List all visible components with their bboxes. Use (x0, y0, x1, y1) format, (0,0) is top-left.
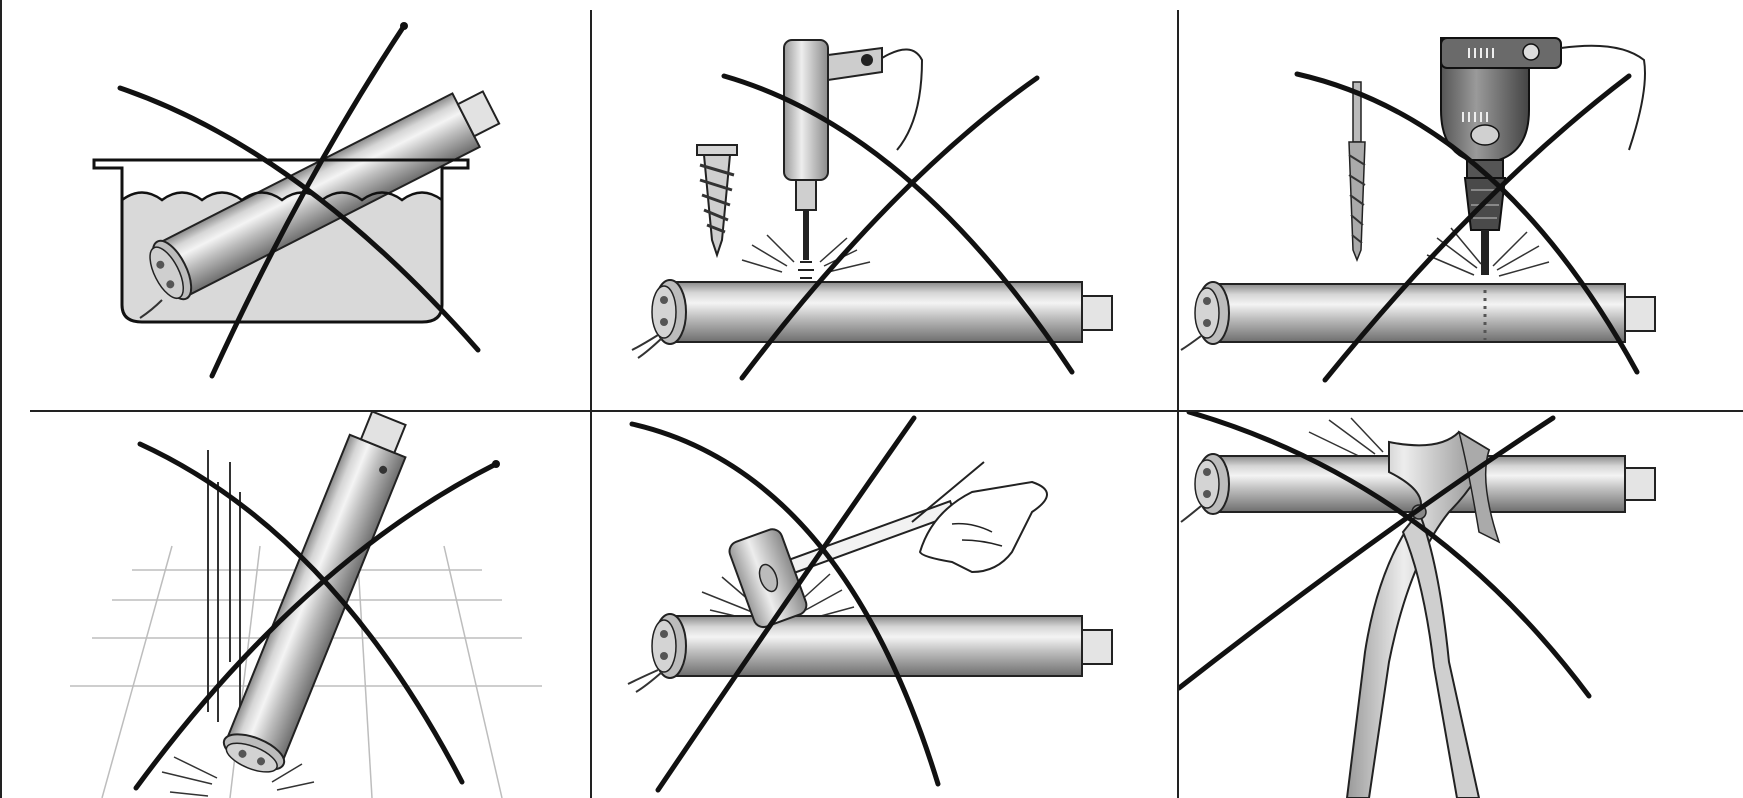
prohibited-cross-icon (721, 73, 1075, 381)
prohibited-cross-icon (629, 415, 941, 793)
vertical-divider-2 (1177, 10, 1179, 798)
motor-in-water-tank-icon (92, 22, 501, 379)
vertical-divider-1 (590, 10, 592, 798)
panel-immersion (2, 0, 590, 410)
prohibited-cross-icon (133, 441, 500, 791)
prohibited-cross-icon (1179, 412, 1592, 699)
hammer-striking-motor-icon (627, 415, 1113, 793)
prohibited-cross-icon (1294, 71, 1640, 383)
horizontal-divider (30, 410, 1743, 412)
pliers-squeezing-motor-icon (1179, 412, 1656, 798)
panel-electric-drill (1179, 0, 1743, 410)
panel-screw-drill (592, 0, 1177, 410)
screwdriver-screwing-into-motor-icon (631, 39, 1113, 381)
panel-pliers (1179, 412, 1743, 798)
panel-hammer (592, 412, 1177, 798)
electric-drill-boring-motor-icon (1180, 37, 1656, 383)
prohibited-cross-icon (117, 22, 481, 379)
motor-dropped-on-floor-icon (70, 412, 542, 798)
panel-drop (2, 412, 590, 798)
left-border-line (0, 0, 2, 798)
